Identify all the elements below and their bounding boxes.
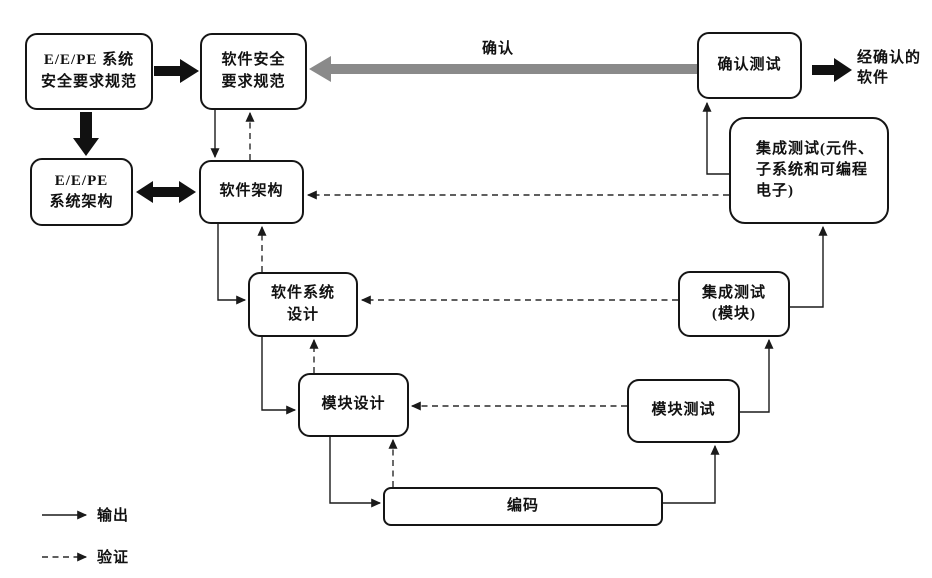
thick-arrows [73, 58, 852, 203]
edge-inttestmodule-to-inttestpe [790, 225, 828, 308]
validated-software-label: 经确认的 软件 [857, 50, 922, 87]
node-software-safety-requirements: 软件安全 要求规范 [200, 33, 307, 110]
edge-moduledesign-to-coding [329, 437, 382, 508]
node-integration-testing-module: 集成测试 (模块) [678, 271, 790, 337]
node-eepe-safety-requirements: E/E/PE 系统 安全要求规范 [25, 33, 153, 110]
node-software-architecture: 软件架构 [199, 160, 304, 224]
legend-verification-label: 验证 [97, 550, 130, 566]
node-module-testing: 模块测试 [627, 379, 740, 443]
edge-swarch-to-sysdesign [217, 224, 247, 305]
arrow-validation-gray [309, 56, 697, 82]
node-coding: 编码 [383, 487, 663, 526]
node-integration-testing-programmable-electronics: 集成测试(元件、 子系统和可编程 电子) [729, 117, 889, 224]
output-edges [42, 101, 828, 520]
verification-edges [42, 111, 729, 562]
node-module-design: 模块设计 [298, 373, 409, 437]
node-validation-testing: 确认测试 [697, 32, 802, 99]
edge-inttestpe-to-validationtest [702, 101, 729, 175]
node-eepe-system-architecture: E/E/PE 系统架构 [30, 158, 133, 226]
arrow-eepereq-to-swreq [154, 59, 199, 83]
validation-arrow-label: 确认 [481, 41, 514, 57]
edge-sysdesign-to-moduledesign [261, 337, 297, 415]
arrow-eepearch-swarch-bidirectional [136, 181, 196, 203]
edge-moduletest-to-inttestmodule [740, 338, 774, 413]
edge-coding-to-moduletest [663, 444, 720, 504]
node-software-system-design: 软件系统 设计 [248, 272, 358, 337]
arrow-validationtest-to-validatedsoftware [812, 58, 852, 82]
legend-output-label: 输出 [97, 508, 130, 524]
arrow-eepereq-to-eepearch [73, 112, 99, 156]
